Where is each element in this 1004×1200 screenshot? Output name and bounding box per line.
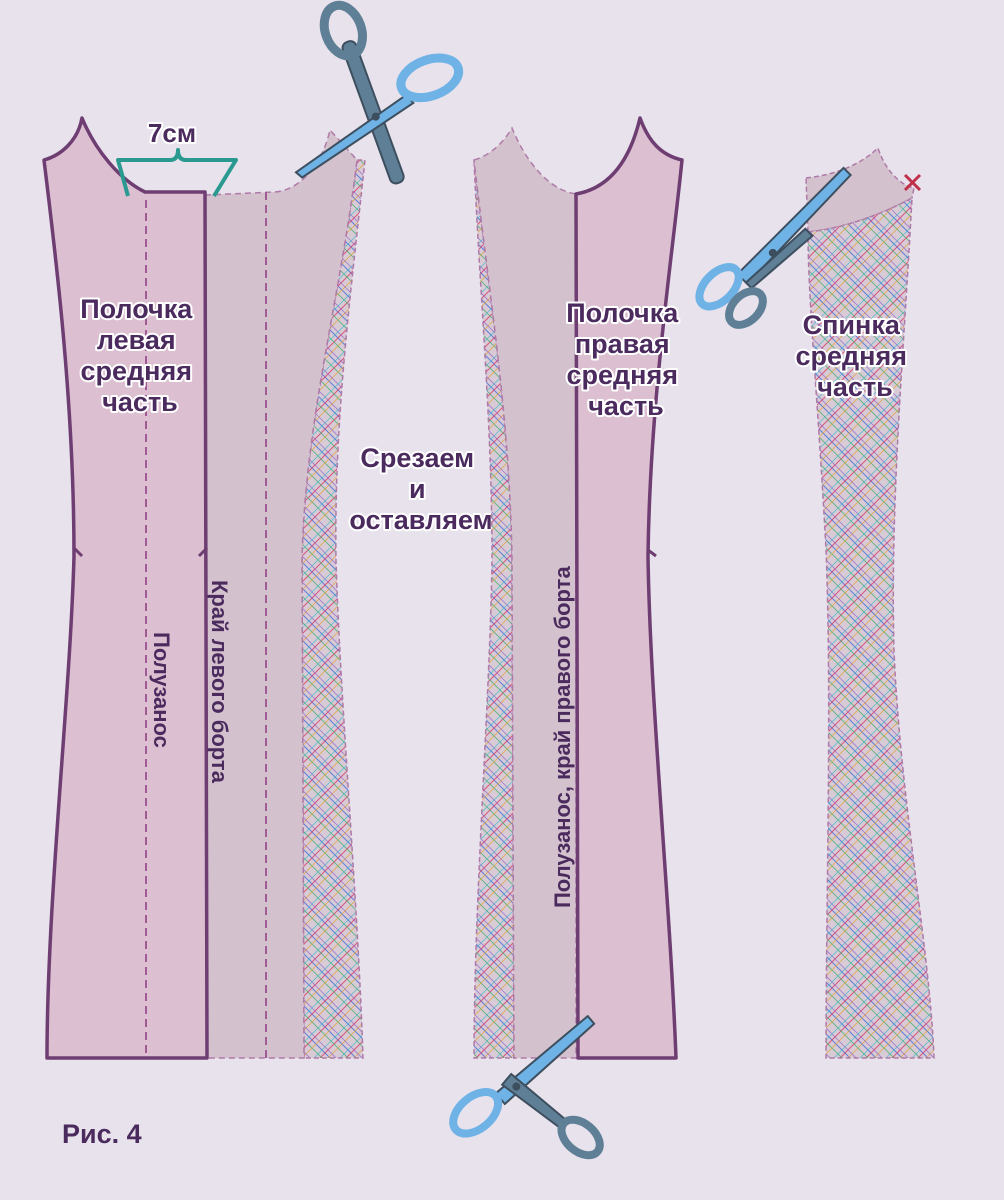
left-pink-panel (42, 116, 209, 1060)
right-lap-edge-label: Полузанос, край правого борта (550, 566, 575, 908)
scissors-icon (695, 166, 853, 329)
left-half-lap-label: Полузанос (149, 632, 174, 748)
cross-mark-icon (903, 173, 922, 192)
cut-instruction: Срезаем и оставляем (349, 443, 492, 535)
back-grey-yoke (805, 146, 915, 233)
left-grey-panel (204, 128, 358, 1059)
back-piece-label: Спинка средняя часть (796, 310, 915, 402)
left-edge-label: Край левого борта (207, 580, 232, 784)
right-piece-label: Полочка правая средняя часть (566, 298, 686, 421)
right-pink-panel (574, 116, 684, 1060)
figure-caption: Рис. 4 (62, 1119, 142, 1149)
scissors-icon (294, 0, 464, 185)
left-piece-label: Полочка левая средняя часть (80, 294, 200, 417)
left-front-piece (42, 116, 366, 1060)
brace-icon (116, 148, 238, 198)
back-center-piece (805, 146, 935, 1059)
right-plaid-strip (473, 159, 515, 1059)
back-plaid-body (807, 196, 935, 1059)
right-front-piece (473, 116, 684, 1060)
left-plaid-strip (301, 159, 366, 1059)
measure-label: 7см (148, 118, 196, 148)
scissors-icon (449, 1014, 604, 1160)
